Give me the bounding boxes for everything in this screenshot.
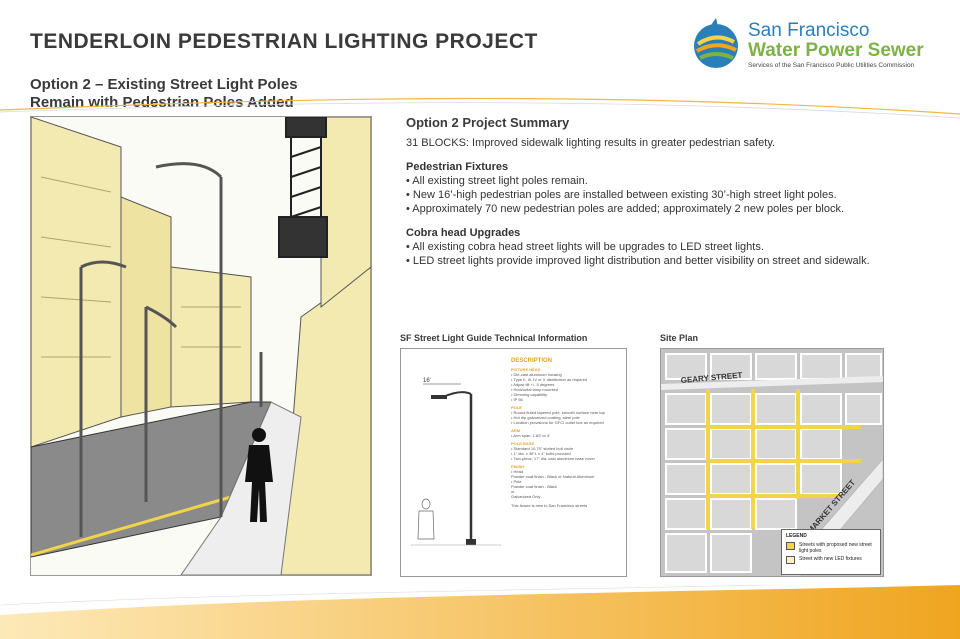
legend-swatch-proposed	[786, 542, 795, 550]
guide-title: SF Street Light Guide Technical Informat…	[400, 333, 588, 343]
site-plan-svg: GEARY STREET MARKET STREET	[661, 349, 883, 576]
summary-heading: Option 2 Project Summary	[406, 115, 570, 130]
water-drop-logo-icon	[694, 18, 738, 68]
subtitle-line-1: Option 2 – Existing Street Light Poles	[30, 76, 298, 93]
bullet-item: • All existing street light poles remain…	[406, 175, 588, 187]
decorative-bottom-wave	[0, 585, 960, 639]
guide-line: Galvanized Only	[511, 494, 541, 499]
guide-section-title: FIXTURE HEAD	[511, 367, 541, 372]
legend-item: Streets with proposed new street light p…	[786, 542, 876, 554]
map-legend: LEGEND Streets with proposed new street …	[781, 529, 881, 575]
guide-line: • Arm span: 1.83' or 4'	[511, 433, 550, 438]
guide-line: • Type II, III, IV or V distribution as …	[511, 377, 588, 382]
guide-footer: This fixture is new to San Francisco str…	[511, 503, 588, 508]
guide-line: • Hot dip galvanized coating, steel pole	[511, 415, 580, 420]
guide-line: • Adjust tilt +/- 5 degrees	[511, 382, 555, 387]
bullet-item: • All existing cobra head street lights …	[406, 241, 764, 253]
guide-line: Powder coat finish - Black or Natural Al…	[511, 474, 595, 479]
guide-line: • Head	[511, 469, 524, 474]
guide-line: • Dimming capability	[511, 392, 548, 397]
guide-section-title: POLE	[511, 405, 522, 410]
guide-section-title: POLE BASE	[511, 441, 535, 446]
guide-line: • 1" dia. x 36"L x 4" bolts provided	[511, 451, 571, 456]
guide-line: • Standard 10.75" slotted bolt circle	[511, 446, 574, 451]
guide-line: • Horizontal lamp mounted	[511, 387, 558, 392]
legend-item-label: Streets with proposed new street light p…	[799, 542, 872, 554]
guide-description: DESCRIPTION FIXTURE HEAD • Die-cast alum…	[511, 358, 623, 508]
guide-line: • IP 66	[511, 397, 523, 402]
guide-line: • Location provisions for GFCI outlet bo…	[511, 420, 604, 425]
logo-line-3: Services of the San Francisco Public Uti…	[748, 62, 915, 69]
logo-line-1: San Francisco	[748, 20, 870, 41]
legend-item-label: Street with new LED fixtures	[799, 556, 862, 562]
project-summary: Option 2 Project Summary 31 BLOCKS: Impr…	[406, 116, 936, 268]
decorative-lines	[0, 97, 960, 119]
option-subtitle: Option 2 – Existing Street Light Poles R…	[30, 76, 298, 112]
height-label: 16'	[423, 378, 431, 384]
bullet-item: • New 16’-high pedestrian poles are inst…	[406, 189, 837, 201]
page-title: TENDERLOIN PEDESTRIAN LIGHTING PROJECT	[30, 30, 538, 53]
description-heading: DESCRIPTION	[511, 358, 553, 364]
section-title-cobra-head: Cobra head Upgrades	[406, 227, 521, 239]
guide-line: • Two-piece, 17" dia. cast aluminum base…	[511, 456, 595, 461]
legend-title: LEGEND	[786, 533, 807, 539]
site-plan-map: GEARY STREET MARKET STREET LEGEND Street…	[660, 348, 884, 577]
pole-diagram: 16'	[411, 378, 501, 546]
bullet-item: • Approximately 70 new pedestrian poles …	[406, 203, 844, 215]
legend-item: Street with new LED fixtures	[786, 556, 876, 564]
site-plan-title: Site Plan	[660, 333, 699, 343]
guide-line: • Pole	[511, 479, 522, 484]
logo-line-2: Water Power Sewer	[748, 40, 924, 61]
summary-intro: 31 BLOCKS: Improved sidewalk lighting re…	[406, 137, 776, 149]
sfpuc-logo: San Francisco Water Power Sewer Services…	[688, 18, 938, 70]
tenderloin-street-scene	[31, 117, 371, 575]
section-title-pedestrian-fixtures: Pedestrian Fixtures	[406, 161, 509, 173]
guide-line: or	[511, 489, 515, 494]
legend-swatch-led	[786, 556, 795, 564]
guide-line: • Die-cast aluminum housing	[511, 372, 562, 377]
guide-line: • Round fluted tapered pole, smooth surf…	[511, 410, 605, 415]
bullet-item: • LED street lights provide improved lig…	[406, 255, 870, 267]
street-light-guide: 16' DESCRIPTION FIXTURE HEAD • Die-cast …	[400, 348, 627, 577]
guide-section-title: FINISH	[511, 464, 525, 469]
street-illustration	[30, 116, 372, 576]
guide-section-title: ARM	[511, 428, 521, 433]
guide-line: Powder coat finish - Black	[511, 484, 558, 489]
